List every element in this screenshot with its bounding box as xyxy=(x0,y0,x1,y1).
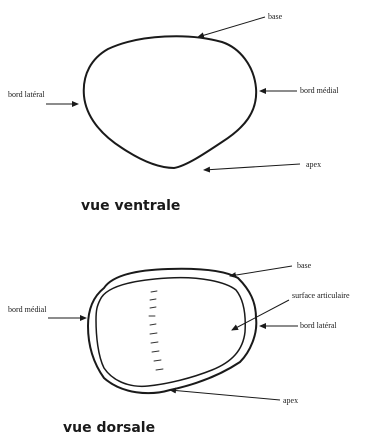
label-ventral-base: base xyxy=(268,12,283,21)
median-ridge-marks xyxy=(149,291,163,370)
arrow-dorsal-base xyxy=(230,266,292,276)
label-dorsal-bord-medial: bord médial xyxy=(8,305,47,314)
dorsal-view: base surface articulaire bord médial bor… xyxy=(8,261,350,436)
arrow-dorsal-apex xyxy=(170,390,280,400)
label-ventral-bord-lateral: bord latéral xyxy=(8,90,45,99)
label-dorsal-apex: apex xyxy=(283,396,298,405)
ventral-patella-outline xyxy=(84,36,256,168)
dorsal-inner-facet-outline xyxy=(96,278,245,387)
label-dorsal-bord-lateral: bord latéral xyxy=(300,321,337,330)
ventral-view: base bord latéral bord médial apex vue v… xyxy=(8,12,339,214)
label-dorsal-surface: surface articulaire xyxy=(292,291,350,300)
arrow-ventral-apex xyxy=(204,164,300,170)
title-vue-dorsale: vue dorsale xyxy=(63,420,155,436)
label-ventral-bord-medial: bord médial xyxy=(300,86,339,95)
title-vue-ventrale: vue ventrale xyxy=(81,198,180,214)
arrow-ventral-base xyxy=(198,17,265,37)
label-dorsal-base: base xyxy=(297,261,312,270)
label-ventral-apex: apex xyxy=(306,160,321,169)
